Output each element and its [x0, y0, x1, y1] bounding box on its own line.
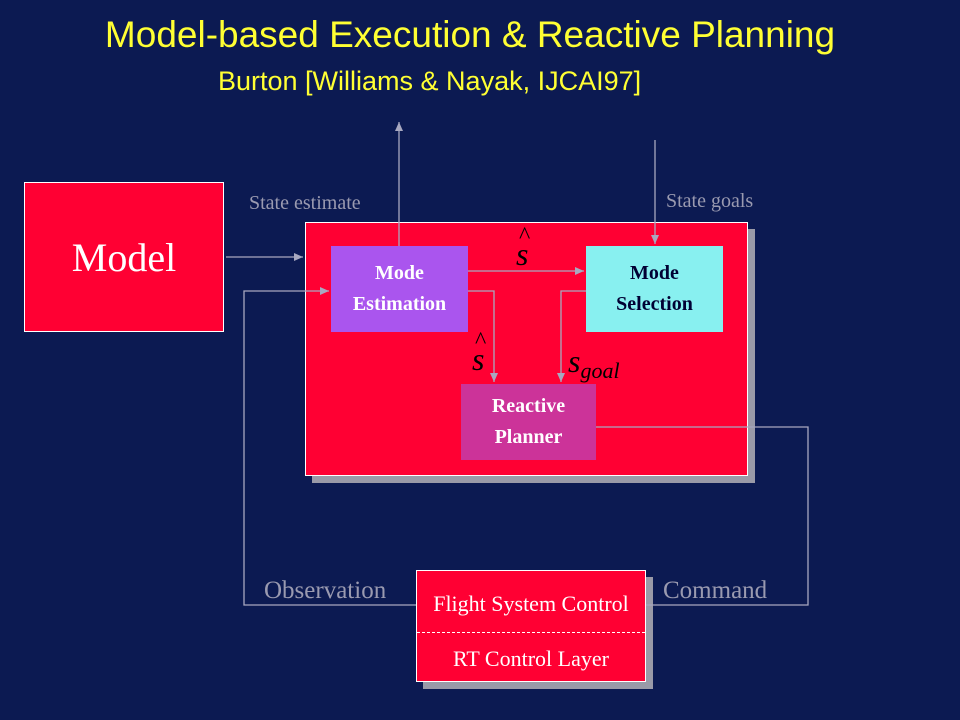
mode-estimation-box: Mode Estimation: [331, 246, 468, 332]
selection-to-planner-arrow: [557, 290, 586, 382]
slide-subtitle: Burton [Williams & Nayak, IJCAI97]: [218, 66, 642, 96]
command-loop-line: [596, 426, 809, 606]
command-label: Command: [663, 577, 768, 604]
state-goals-label: State goals: [666, 190, 754, 212]
observation-label: Observation: [264, 577, 387, 604]
s-goal-base: s: [568, 343, 581, 379]
fsc-divider: [417, 632, 645, 633]
rt-control-layer-label: RT Control Layer: [453, 646, 609, 671]
mode-estimation-label: Mode Estimation: [352, 262, 447, 315]
mode-selection-box: Mode Selection: [586, 246, 723, 332]
mode-selection-label: Mode Selection: [616, 262, 693, 315]
state-estimate-label: State estimate: [249, 192, 361, 214]
observation-loop-arrow: [243, 287, 416, 606]
flight-system-control-label: Flight System Control: [433, 591, 629, 616]
s-goal-subscript: goal: [580, 358, 620, 383]
s-hat-letter: s: [472, 341, 485, 377]
reactive-planner-box: Reactive Planner: [461, 384, 596, 460]
reactive-planner-label: Reactive Planner: [491, 395, 566, 448]
slide-title: Model-based Execution & Reactive Plannin…: [104, 14, 836, 55]
estimation-to-planner-arrow: [468, 290, 498, 382]
s-hat-symbol-top: ^s: [516, 224, 530, 272]
model-box: Model: [24, 182, 224, 332]
hat-mark: ^: [475, 328, 487, 354]
model-label: Model: [71, 234, 177, 280]
flight-system-control-box: Flight System Control RT Control Layer: [416, 570, 646, 682]
hat-mark: ^: [519, 223, 531, 249]
s-goal-symbol: sgoal: [568, 345, 620, 382]
s-hat-symbol-left: ^s: [472, 329, 486, 377]
s-hat-letter: s: [516, 236, 529, 272]
